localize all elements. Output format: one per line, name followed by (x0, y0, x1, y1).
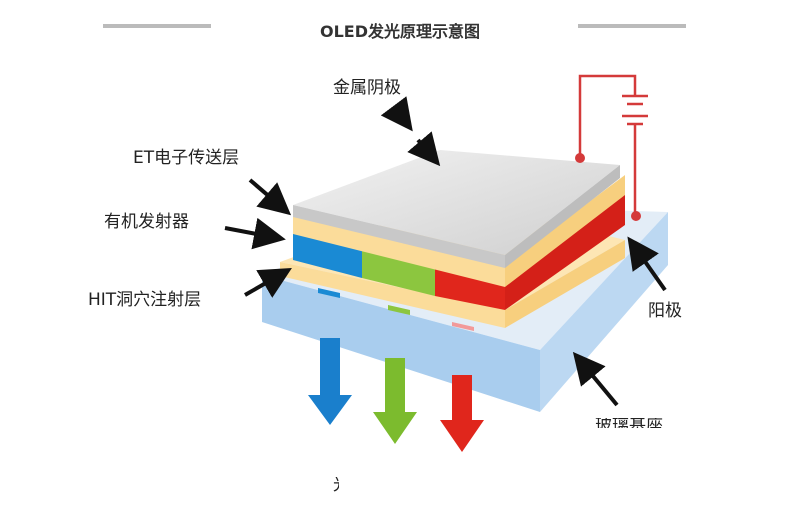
label-glass-clip: 玻璃基座 (595, 418, 715, 428)
label-anode: 阳极 (648, 301, 682, 321)
label-light-clip: 光 (333, 477, 339, 497)
pointer-arrows (224, 96, 667, 407)
emitter-layer (293, 190, 625, 310)
battery-circuit (578, 74, 648, 215)
et-layer (293, 175, 625, 287)
label-light: 光 (333, 477, 339, 494)
label-glass-substrate: 玻璃基座 (595, 418, 663, 428)
light-arrow-red (440, 375, 484, 452)
title-rule-left (103, 24, 211, 28)
light-arrow-green (373, 358, 417, 444)
metal-cathode (293, 150, 620, 268)
label-hit-layer: HIT洞穴注射层 (88, 290, 202, 310)
anode-terminal (631, 211, 641, 221)
light-arrow-blue (308, 338, 352, 425)
label-et-layer: ET电子传送层 (133, 148, 240, 168)
title-rule-right (578, 24, 686, 28)
label-emitter: 有机发射器 (104, 212, 189, 232)
cathode-terminal (575, 153, 585, 163)
label-metal-cathode: 金属阴极 (333, 78, 401, 98)
diagram-title: OLED发光原理示意图 (319, 22, 480, 41)
